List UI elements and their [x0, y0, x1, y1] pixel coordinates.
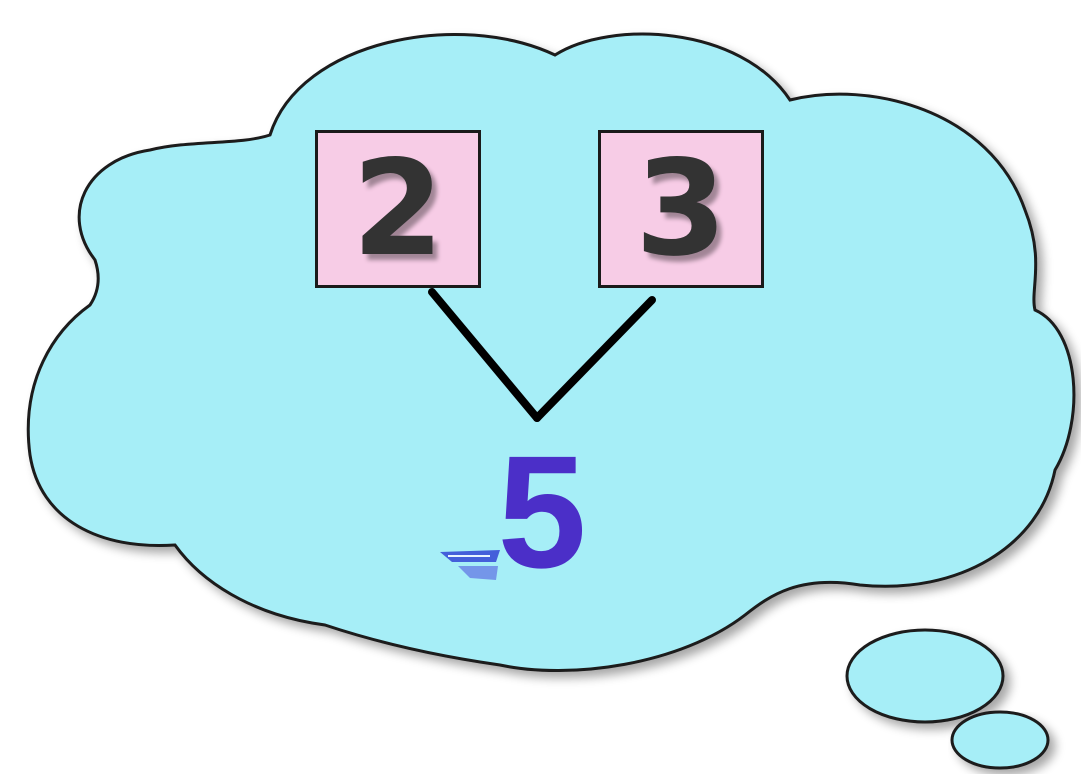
number-box-left: 2: [315, 130, 481, 288]
part-number-left: 2: [352, 143, 444, 275]
whole-number: 5: [482, 432, 602, 592]
number-box-right: 3: [598, 130, 764, 288]
thought-bubble-small: [952, 712, 1048, 768]
part-number-right: 3: [635, 143, 727, 275]
thought-bubble-large: [847, 630, 1003, 722]
